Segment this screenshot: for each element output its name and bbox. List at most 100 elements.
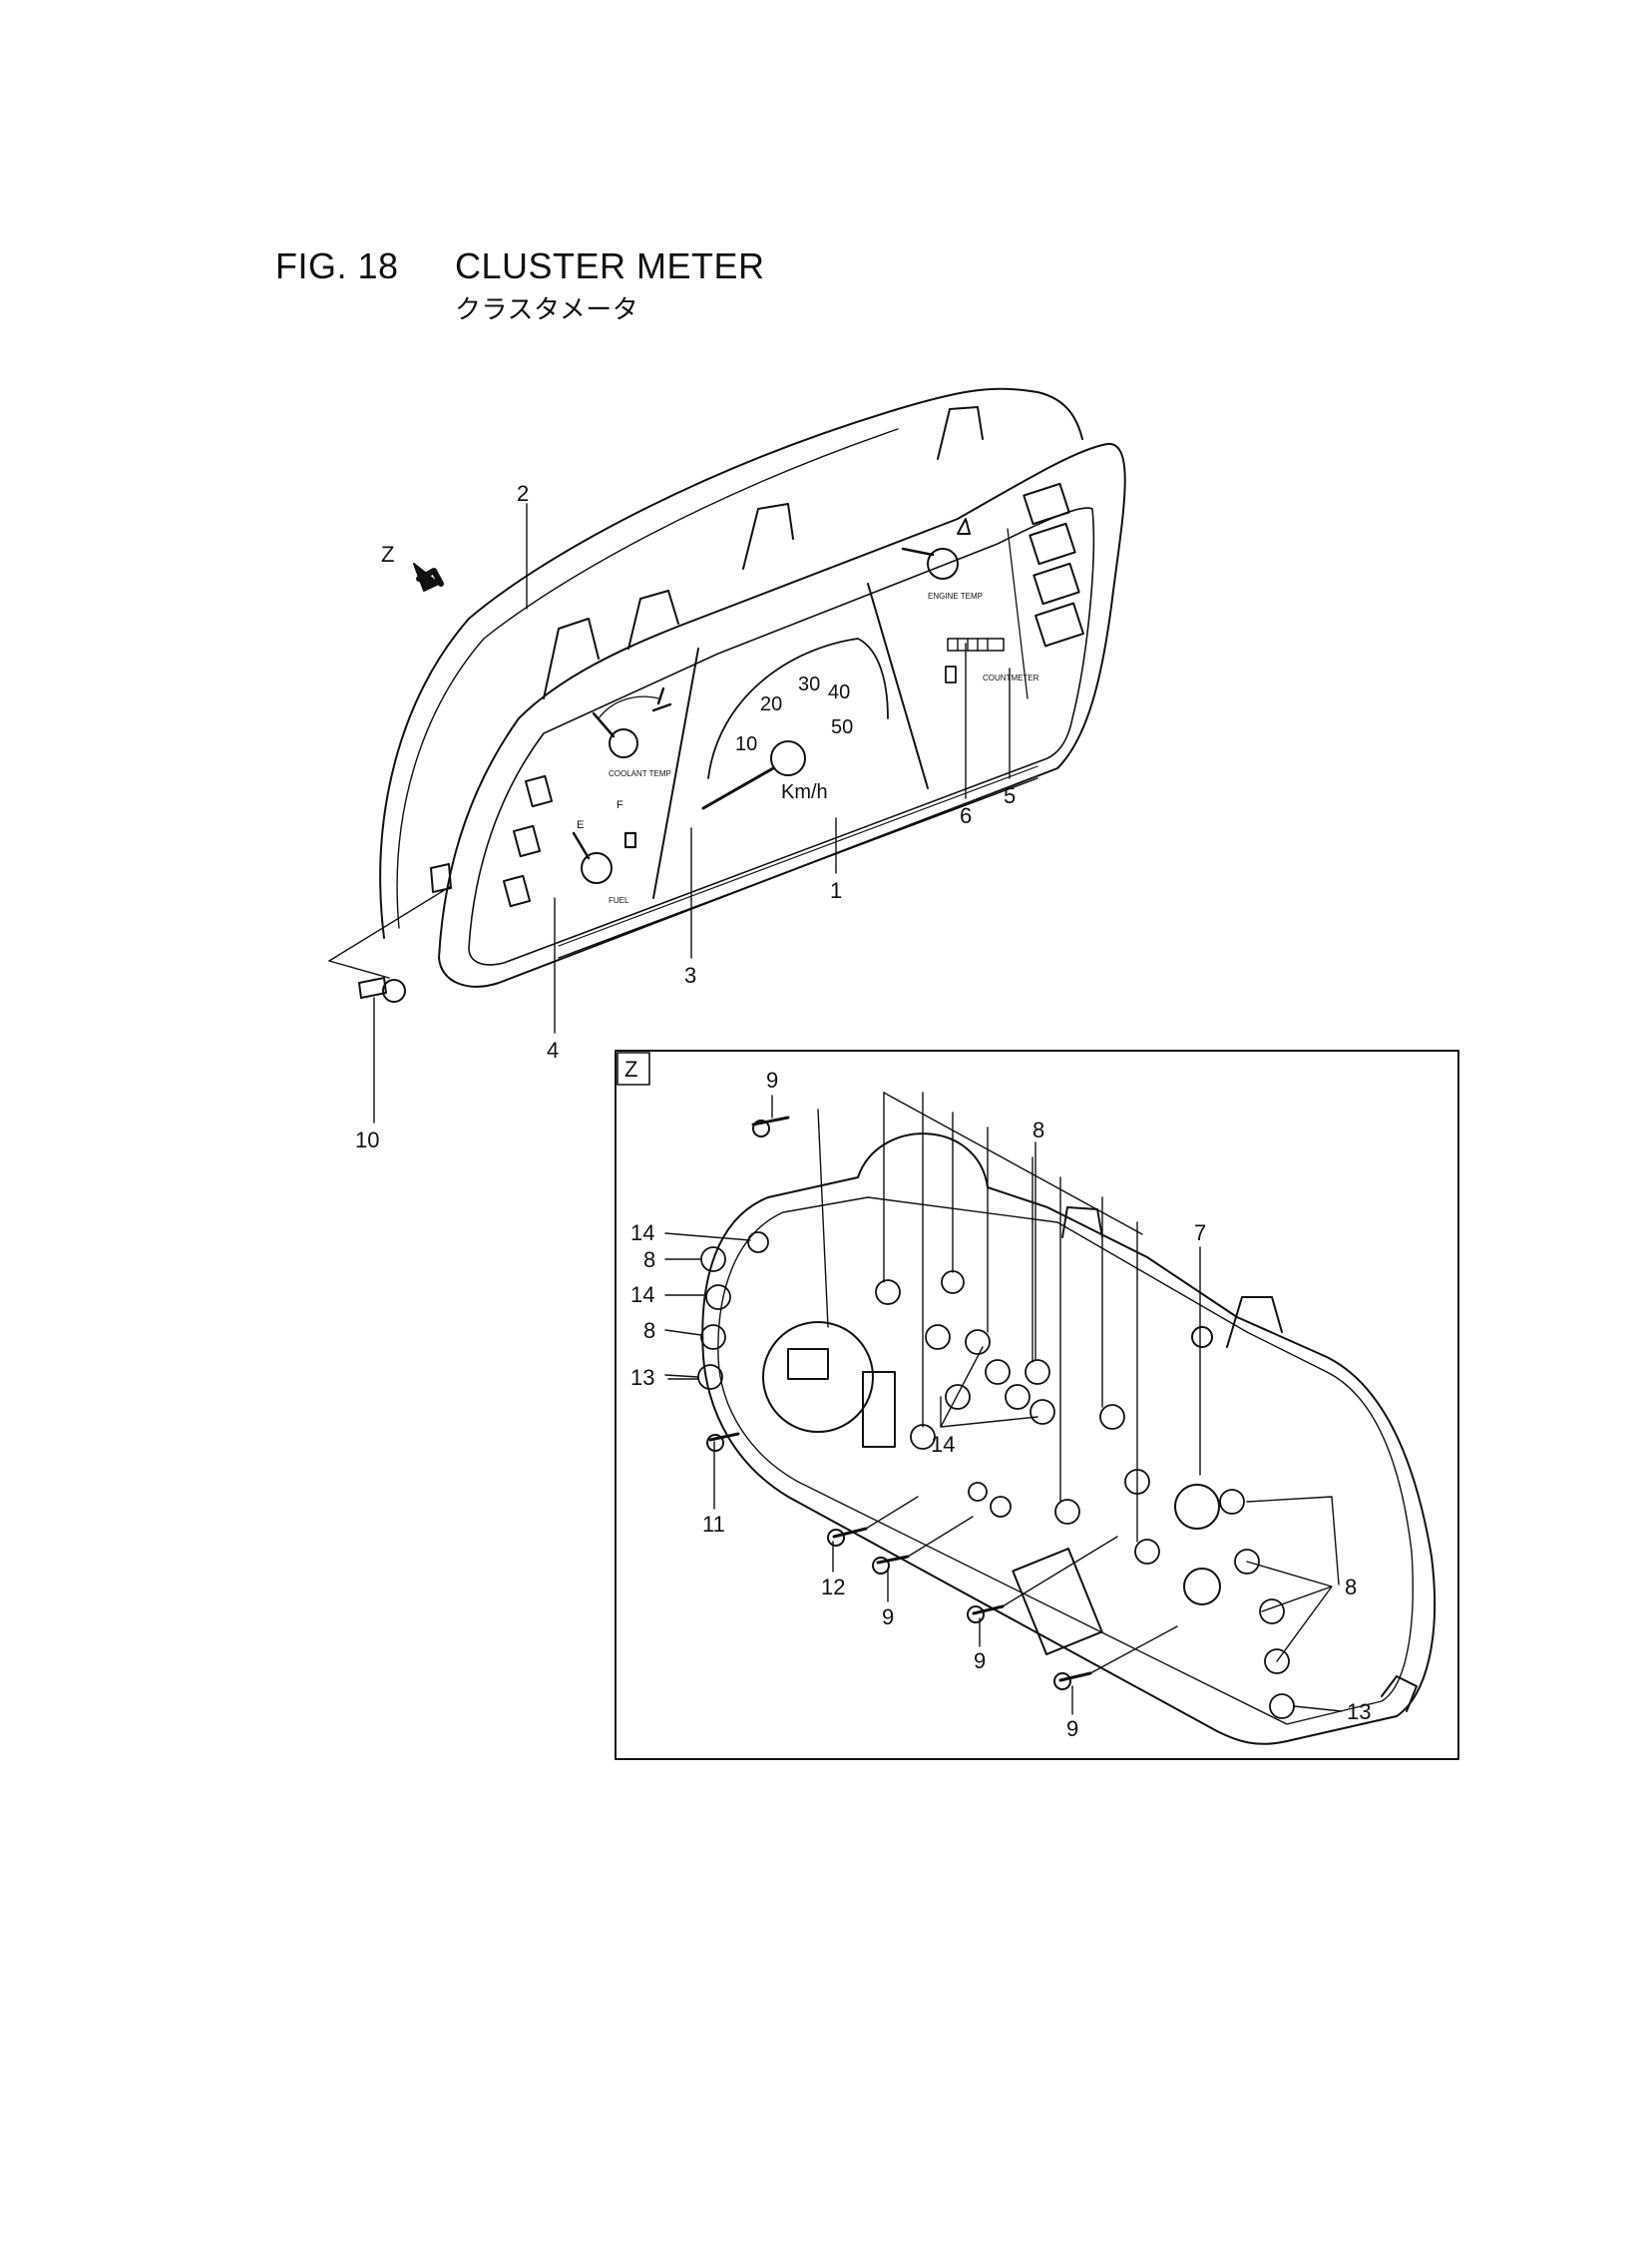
coolant-needle-hub — [609, 728, 638, 758]
speed-tick-label: 40 — [828, 681, 850, 703]
panel-divider — [1007, 528, 1029, 699]
bulb-socket — [1005, 1384, 1031, 1410]
screw-head — [872, 1557, 890, 1575]
warning-lamp-window — [512, 824, 542, 858]
bulb-sockets — [697, 1231, 1295, 1719]
front-bezel-inner — [468, 507, 1095, 966]
inset-label-box — [617, 1052, 650, 1086]
callout-1: 1 — [830, 878, 842, 903]
callout-10: 10 — [355, 1128, 379, 1152]
screw — [832, 1527, 868, 1539]
bulb-socket — [1259, 1598, 1285, 1624]
counter-label: COUNTMETER — [983, 674, 1039, 682]
speed-unit: Km/h — [781, 781, 828, 803]
bulb-socket — [1269, 1693, 1295, 1719]
inset-callout-9: 9 — [882, 1604, 894, 1629]
warning-lamp-window — [502, 874, 532, 908]
rear-dial-back — [762, 1321, 874, 1433]
speed-tick-label: 50 — [831, 716, 853, 738]
bulb-socket — [945, 1384, 971, 1410]
figure-subtitle: クラスタメータ — [455, 294, 639, 324]
right-gauge: ENGINE TEMP — [901, 518, 983, 601]
bulb-socket — [1030, 1399, 1055, 1425]
inset-callout-8: 8 — [1345, 1575, 1357, 1599]
callout-5: 5 — [1004, 783, 1016, 808]
right-gauge-label: ENGINE TEMP — [928, 592, 983, 601]
speed-needle-hub — [770, 740, 806, 776]
rear-housing — [379, 387, 1083, 939]
screw-leader — [328, 885, 452, 962]
warning-lamp-window — [1029, 522, 1076, 566]
coolant-gauge: COOLANT TEMP — [592, 686, 672, 778]
rear-mount-tab — [1061, 1206, 1103, 1238]
screw — [1058, 1671, 1092, 1682]
inset-callout-9: 9 — [1066, 1716, 1078, 1741]
inset-callout-14: 14 — [931, 1432, 955, 1457]
rear-cluster-outline — [701, 1133, 1437, 1745]
inset-callout-14: 14 — [630, 1220, 654, 1245]
inset-callout-12: 12 — [821, 1575, 845, 1599]
inset-view-z: Z — [615, 1050, 1459, 1760]
screw — [972, 1604, 1005, 1615]
inset-callout-11: 11 — [702, 1512, 725, 1537]
bezel-trim-line — [558, 765, 1038, 947]
bulb-socket — [697, 1364, 723, 1390]
inset-callout-9: 9 — [766, 1068, 778, 1093]
bulb-socket — [1025, 1359, 1050, 1385]
figure-number: FIG. 18 — [275, 245, 399, 286]
inset-callout-9: 9 — [974, 1648, 986, 1673]
fuel-pump-icon — [623, 831, 637, 849]
warning-lamp-window — [524, 774, 554, 808]
rear-wide-connector — [1012, 1548, 1103, 1655]
right-gauge-symbol-icon — [957, 518, 971, 535]
inset-callout-8: 8 — [1032, 1118, 1044, 1142]
bulb-socket — [1264, 1648, 1290, 1674]
speed-tick-label: 10 — [735, 733, 757, 755]
view-z-label: Z — [381, 542, 394, 567]
bulb-socket — [1054, 1499, 1080, 1525]
inset-leaders — [664, 1092, 1343, 1715]
fuel-needle — [572, 831, 591, 860]
speed-scale-arc — [707, 638, 889, 779]
rear-mount-tab — [1381, 1675, 1418, 1712]
speedometer: 10 20 30 40 50 Km/h — [701, 638, 889, 810]
screw-head — [1053, 1672, 1071, 1690]
view-z-arrow-body — [416, 568, 444, 587]
rear-cluster-inner — [717, 1196, 1414, 1725]
inset-callout-8: 8 — [643, 1247, 655, 1272]
panel-divider — [867, 583, 929, 789]
main-callout-leaders — [373, 503, 1011, 1124]
screw — [708, 1432, 740, 1442]
screw-head — [706, 1434, 724, 1452]
screw-head — [752, 1120, 770, 1137]
panel-divider — [652, 648, 699, 899]
fuel-full-mark: F — [617, 799, 623, 811]
bulb-socket — [925, 1324, 951, 1350]
inset-callout-14: 14 — [630, 1282, 654, 1307]
mount-tab — [627, 590, 679, 650]
rear-post — [1191, 1326, 1213, 1348]
callout-3: 3 — [684, 963, 696, 988]
bulb-socket — [700, 1324, 726, 1350]
fuel-empty-mark: E — [577, 819, 584, 831]
speed-tick-label: 20 — [760, 693, 782, 715]
side-mount-bolt — [430, 863, 452, 893]
rear-housing-inner — [396, 428, 899, 929]
screw-leader — [328, 960, 390, 979]
warning-lamp-window — [1034, 602, 1084, 648]
mount-tab — [543, 618, 600, 699]
bulb-socket — [747, 1231, 769, 1253]
bulb-socket — [968, 1482, 988, 1502]
inset-label: Z — [624, 1057, 637, 1082]
inset-callout-7: 7 — [1194, 1220, 1206, 1245]
callout-4: 4 — [547, 1038, 559, 1063]
rear-gauge-back — [1174, 1484, 1220, 1530]
screw-head — [967, 1605, 985, 1623]
front-bezel-outer — [438, 442, 1126, 988]
warning-lamp-window — [1023, 482, 1070, 526]
inset-screws — [706, 1116, 1092, 1690]
bulb-socket — [1134, 1539, 1160, 1565]
speed-needle — [701, 766, 775, 810]
